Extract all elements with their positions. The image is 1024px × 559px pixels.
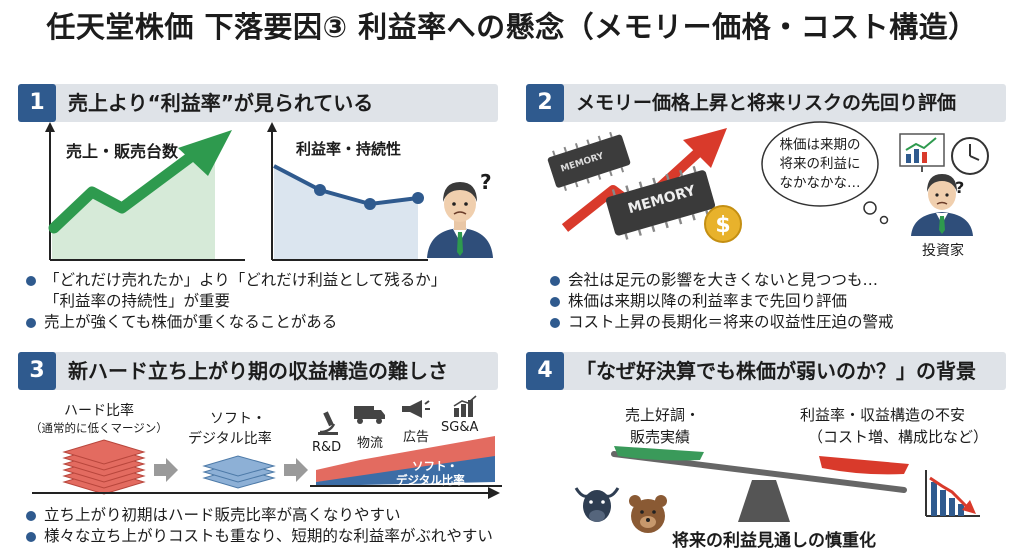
- bear-icon: [629, 495, 667, 533]
- balance-right-label-1: 利益率・収益構造の不安: [800, 406, 966, 424]
- ramp-label-2: デジタル比率: [396, 473, 465, 487]
- balance-left-pan: [614, 446, 704, 461]
- list-item: 様々な立ち上がりコストも重なり、短期的な利益率がぶれやすい: [26, 526, 493, 547]
- section-3-title: 新ハード立ち上がり期の収益構造の難しさ: [68, 359, 448, 383]
- hard-ratio-sublabel: （通常的に低くマージン）: [30, 421, 168, 435]
- bull-icon: [574, 487, 620, 522]
- section-3-bullets: 立ち上がり初期はハード販売比率が高くなりやすい 様々な立ち上がりコストも重なり、…: [26, 505, 493, 547]
- arrow-right-icon: [154, 458, 178, 482]
- balance-right-pan: [819, 456, 909, 475]
- balance-scale: [611, 446, 909, 522]
- memory-price-illustration: $: [547, 128, 742, 243]
- section-3-header: 3 新ハード立ち上がり期の収益構造の難しさ: [18, 352, 498, 390]
- microscope-icon: [318, 411, 338, 435]
- memory-chip-small-icon: [547, 131, 631, 192]
- arrow-right-icon-2: [284, 458, 308, 482]
- section-4-header: 4 「なぜ好決算でも株価が弱いのか？」の背景: [526, 352, 1006, 390]
- list-item: コスト上昇の長期化＝将来の収益性圧迫の警戒: [550, 312, 894, 333]
- section-1-header: 1 売上より“利益率”が見られている: [18, 84, 498, 122]
- cost-label-sga: SG&A: [441, 420, 479, 435]
- bar-chart-icon: [453, 395, 477, 417]
- margin-point-1: [314, 184, 326, 196]
- sales-growth-line: [48, 150, 198, 234]
- balance-fulcrum: [738, 480, 790, 522]
- sales-chart-y-arrow: [45, 122, 55, 132]
- margin-chart-y-arrow: [267, 122, 277, 132]
- timeline-arrow: [32, 487, 500, 499]
- balance-right-label-2: （コスト増、構成比など）: [808, 428, 989, 446]
- margin-decline-line: [273, 164, 419, 207]
- investor-question-icon: ?: [955, 178, 965, 197]
- list-item: 「どれだけ売れたか」より「どれだけ利益として残るか」: [26, 270, 446, 291]
- list-item: 売上が強くても株価が重くなることがある: [26, 312, 446, 333]
- truck-icon: [354, 406, 385, 424]
- cost-ramp-blue: [316, 456, 495, 486]
- list-item: 株価は来期以降の利益率まで先回り評価: [550, 291, 894, 312]
- investor-label: 投資家: [922, 243, 964, 259]
- sales-growth-chart: [45, 122, 245, 261]
- section-2-title: メモリー価格上昇と将来リスクの先回り評価: [576, 92, 957, 114]
- margin-point-2: [364, 198, 376, 210]
- dollar-coin-icon: [704, 205, 742, 243]
- section-1-bullets: 「どれだけ売れたか」より「どれだけ利益として残るか」 「利益率の持続性」が重要 …: [26, 270, 446, 333]
- cost-ramp-red: [316, 436, 495, 482]
- page-title: 任天堂株価 下落要因③ 利益率への懸念（メモリー価格・コスト構造）: [46, 10, 978, 44]
- section-4-title: 「なぜ好決算でも株価が弱いのか？」の背景: [576, 359, 976, 383]
- section-1-title: 売上より“利益率”が見られている: [68, 91, 374, 115]
- declining-chart-icon: [925, 470, 980, 517]
- investor-icon: [911, 174, 973, 236]
- thought-bubble: [761, 121, 889, 225]
- hard-stack-icon: [62, 439, 146, 495]
- hard-ratio-label: ハード比率: [64, 403, 134, 419]
- cost-ramp-chart: [310, 436, 502, 487]
- price-rise-arrowhead: [683, 128, 727, 168]
- thought-bubble-text: 株価は来期の 将来の利益に なかなかな…: [779, 137, 861, 191]
- sales-chart-label: 売上・販売台数: [66, 142, 179, 161]
- list-item: 立ち上がり初期はハード販売比率が高くなりやすい: [26, 505, 493, 526]
- section-4-bottom-label: 将来の利益見通しの慎重化: [672, 531, 876, 551]
- margin-decline-chart: [267, 122, 428, 261]
- soft-ratio-label-2: デジタル比率: [188, 431, 272, 447]
- soft-ratio-label-1: ソフト・: [210, 411, 266, 427]
- worried-man-icon: [427, 182, 493, 258]
- section-3-number: 3: [18, 352, 56, 390]
- svg-text:$: $: [715, 213, 730, 238]
- section-2-header: 2 メモリー価格上昇と将来リスクの先回り評価: [526, 84, 1006, 122]
- small-chart-icon: [899, 133, 945, 172]
- balance-left-label-2: 販売実績: [630, 428, 691, 446]
- memory-chip-large-icon: [605, 165, 716, 240]
- section-2-number: 2: [526, 84, 564, 122]
- section-1-number: 1: [18, 84, 56, 122]
- question-mark-icon: ?: [480, 170, 492, 194]
- ramp-label-1: ソフト・: [412, 459, 458, 473]
- section-2-bullets: 会社は足元の影響を大きくないと見つつも… 株価は来期以降の利益率まで先回り評価 …: [550, 270, 894, 333]
- section-4-number: 4: [526, 352, 564, 390]
- balance-left-label-1: 売上好調・: [625, 406, 701, 424]
- margin-chart-label: 利益率・持続性: [296, 140, 402, 158]
- margin-point-3: [412, 192, 424, 204]
- margin-decline-area: [274, 166, 418, 260]
- megaphone-icon: [402, 400, 430, 418]
- list-item: 会社は足元の影響を大きくないと見つつも…: [550, 270, 894, 291]
- clock-icon: [951, 137, 989, 175]
- cost-label-logistics: 物流: [357, 436, 384, 451]
- cost-label-ads: 広告: [403, 430, 430, 445]
- sales-growth-arrowhead: [178, 130, 232, 176]
- cost-label-rnd: R&D: [312, 440, 342, 455]
- soft-stack-icon: [202, 455, 276, 489]
- list-item: 「利益率の持続性」が重要: [44, 292, 231, 310]
